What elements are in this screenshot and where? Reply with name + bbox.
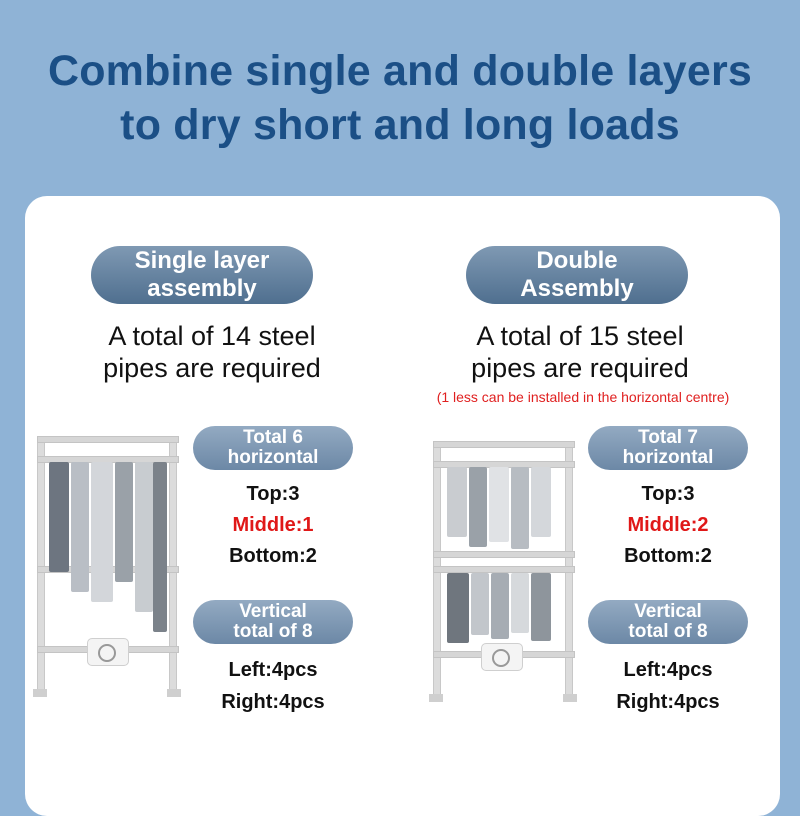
double-layer-rack-illustration <box>429 441 577 702</box>
double-desc-line-1: A total of 15 steel <box>476 321 684 351</box>
double-horizontal-line-2: horizontal <box>622 447 714 468</box>
double-layer-section: Double Assembly A total of 15 steel pipe… <box>403 196 781 816</box>
clothing-item <box>135 462 153 612</box>
headline: Combine single and double layers to dry … <box>0 44 800 152</box>
clothing-item <box>471 573 489 635</box>
single-middle-count: Middle:1 <box>232 514 314 536</box>
clothing-item <box>49 462 69 572</box>
clothing-item <box>531 467 551 537</box>
single-horizontal-line-1: Total 6 <box>243 427 303 448</box>
rack-bar <box>433 566 575 573</box>
single-bottom-count: Bottom:2 <box>229 545 317 567</box>
clothing-item <box>71 462 89 592</box>
double-horizontal-badge: Total 7 horizontal <box>588 426 748 470</box>
clothing-item <box>447 467 467 537</box>
rack-post <box>37 436 45 693</box>
single-vertical-line-1: Vertical <box>239 601 307 622</box>
clothing-item <box>91 462 113 602</box>
clothing-item <box>511 573 529 633</box>
heater-unit <box>87 638 129 666</box>
single-vertical-line-2: total of 8 <box>233 621 313 642</box>
single-layer-section: Single layer assembly A total of 14 stee… <box>25 196 403 816</box>
single-layer-rack-illustration <box>33 436 181 697</box>
heater-unit <box>481 643 523 671</box>
double-right-count: Right:4pcs <box>616 691 720 713</box>
single-top-count: Top:3 <box>246 483 300 505</box>
double-desc-line-2: pipes are required <box>471 353 689 383</box>
single-horizontal-badge: Total 6 horizontal <box>193 426 353 470</box>
clothing-item <box>511 467 529 549</box>
clothing-item <box>115 462 133 582</box>
double-title-line-1: Double <box>536 247 618 274</box>
double-vertical-line-1: Vertical <box>634 601 702 622</box>
clothing-item <box>469 467 487 547</box>
clothing-item <box>531 573 551 641</box>
rack-foot <box>167 689 181 697</box>
rack-bar <box>433 551 575 558</box>
single-desc-line-1: A total of 14 steel <box>108 321 316 351</box>
clothing-item <box>153 462 167 632</box>
double-top-count: Top:3 <box>641 483 695 505</box>
clothing-item <box>489 467 509 542</box>
rack-bar <box>37 436 179 443</box>
double-vertical-line-2: total of 8 <box>628 621 708 642</box>
clothing-item <box>491 573 509 639</box>
content-card: Single layer assembly A total of 14 stee… <box>25 196 780 816</box>
single-left-count: Left:4pcs <box>228 659 318 681</box>
double-title-line-2: Assembly <box>520 275 634 302</box>
headline-line-1: Combine single and double layers <box>47 47 753 95</box>
rack-bar <box>433 441 575 448</box>
double-middle-count: Middle:2 <box>627 514 709 536</box>
single-horizontal-line-2: horizontal <box>227 447 319 468</box>
double-vertical-badge: Vertical total of 8 <box>588 600 748 644</box>
single-layer-title-badge: Single layer assembly <box>91 246 313 304</box>
double-install-note: (1 less can be installed in the horizont… <box>436 389 730 405</box>
rack-foot <box>563 694 577 702</box>
clothing-item <box>447 573 469 643</box>
double-left-count: Left:4pcs <box>623 659 713 681</box>
headline-line-2: to dry short and long loads <box>120 101 680 149</box>
rack-post <box>169 436 177 693</box>
single-description: A total of 14 steel pipes are required <box>62 320 362 384</box>
double-layer-title-badge: Double Assembly <box>466 246 688 304</box>
rack-foot <box>429 694 443 702</box>
double-horizontal-line-1: Total 7 <box>638 427 698 448</box>
single-right-count: Right:4pcs <box>221 691 325 713</box>
single-title-line-1: Single layer <box>134 247 270 274</box>
rack-foot <box>33 689 47 697</box>
single-vertical-badge: Vertical total of 8 <box>193 600 353 644</box>
double-description: A total of 15 steel pipes are required <box>430 320 730 384</box>
single-desc-line-2: pipes are required <box>103 353 321 383</box>
single-title-line-2: assembly <box>147 275 257 302</box>
double-bottom-count: Bottom:2 <box>624 545 712 567</box>
